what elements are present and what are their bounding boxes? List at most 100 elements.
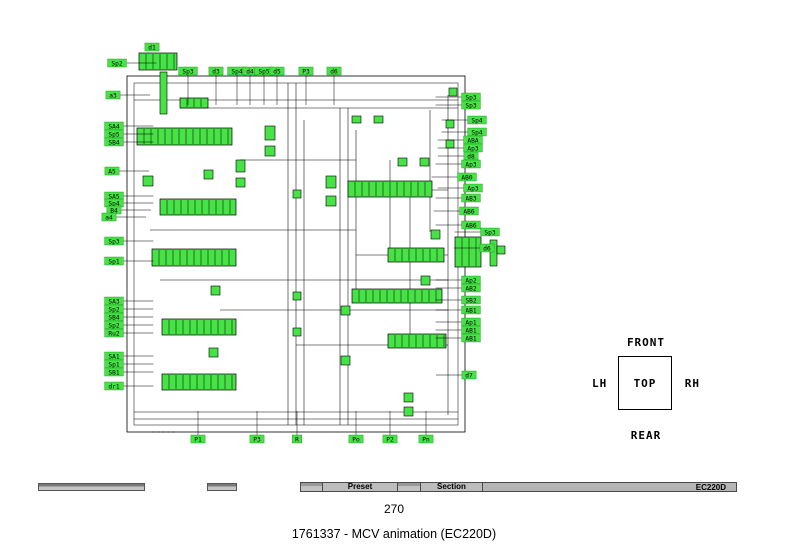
preset-button[interactable]: Preset (323, 483, 398, 491)
port-label: AB3 (435, 193, 481, 202)
svg-text:Sp3: Sp3 (465, 102, 476, 109)
svg-text:Sp3: Sp3 (465, 94, 476, 101)
port-label: a3 (105, 90, 151, 99)
orientation-top-box: TOP (618, 356, 672, 410)
port-label: AB0 (431, 172, 477, 181)
valve-block[interactable] (138, 52, 178, 71)
svg-text:Sp3: Sp3 (182, 68, 193, 75)
svg-text:A5: A5 (108, 168, 116, 175)
svg-text:B4: B4 (110, 207, 118, 214)
svg-text:P2: P2 (386, 436, 394, 443)
svg-text:ABA: ABA (467, 137, 478, 144)
svg-text:AB1: AB1 (465, 327, 476, 334)
svg-text:Ap1: Ap1 (465, 319, 476, 326)
svg-text:Ap3: Ap3 (467, 185, 478, 192)
port-label: AB6 (435, 220, 481, 229)
component-node (292, 291, 302, 301)
component-node (445, 119, 455, 129)
figure-caption: 1761337 - MCV animation (EC220D) (291, 527, 497, 541)
orientation-top-label: TOP (633, 376, 657, 390)
component-node (397, 157, 408, 167)
component-node (292, 189, 302, 199)
svg-text:d7: d7 (465, 372, 473, 379)
valve-block[interactable] (151, 248, 237, 267)
section-button[interactable]: Section (421, 483, 483, 491)
svg-text:d1: d1 (148, 44, 156, 51)
mcv-schematic: Sp2a3SA4Sp5SB4A5SA5Sp4B4a4Sp3Sp1SA3Sp2SB… (101, 42, 506, 443)
toolbar-fill: EC220D (483, 483, 736, 492)
svg-text:Sp4: Sp4 (471, 129, 482, 136)
component-node (325, 195, 337, 207)
component-node (142, 175, 154, 187)
valve-block[interactable] (161, 373, 237, 391)
valve-block[interactable] (179, 97, 209, 109)
toolbar-spacer (301, 483, 323, 491)
svg-text:P1: P1 (194, 436, 202, 443)
port-label: d6 (326, 66, 342, 105)
svg-text:AB0: AB0 (461, 174, 472, 181)
svg-text:AB2: AB2 (465, 285, 476, 292)
port-label: a4 (101, 212, 147, 221)
port-label: Sp3 (104, 236, 154, 245)
port-label: Sp2 (104, 320, 154, 329)
valve-block[interactable] (454, 236, 482, 268)
port-label: R (292, 411, 303, 443)
port-label: d7 (435, 370, 477, 379)
toolbar-bar-left (38, 483, 145, 491)
svg-text:SA1: SA1 (108, 353, 119, 360)
valve-block[interactable] (136, 127, 233, 146)
port-label: SA1 (104, 351, 154, 360)
svg-text:R: R (295, 436, 299, 443)
port-label: d3 (208, 66, 224, 105)
port-label: Ap3 (437, 143, 483, 152)
port-label: Po (348, 411, 364, 443)
port-label: P2 (382, 411, 398, 443)
valve-block[interactable] (387, 333, 447, 349)
component-node (235, 159, 246, 173)
toolbar-bar-small (207, 483, 237, 491)
port-label: Sp3 (454, 227, 500, 236)
component-node (292, 327, 302, 337)
port-label: Ru2 (104, 328, 154, 337)
svg-text:Sp1: Sp1 (108, 258, 119, 265)
valve-block[interactable] (387, 247, 445, 263)
port-label: ABA (437, 135, 483, 144)
svg-text:dr1: dr1 (108, 383, 119, 390)
svg-text:Sp5: Sp5 (258, 68, 269, 75)
port-label: A5 (104, 166, 150, 175)
component-node (419, 157, 430, 167)
svg-text:d6: d6 (330, 68, 338, 75)
orientation-rh-label: RH (684, 377, 700, 390)
valve-block[interactable] (347, 180, 433, 198)
component-node (420, 275, 431, 286)
svg-text:AB6: AB6 (463, 208, 474, 215)
orientation-lh-label: LH (592, 377, 608, 390)
port-label: Sp1 (104, 256, 154, 265)
page-number: 270 (383, 502, 405, 516)
port-label: SB4 (104, 312, 154, 321)
port-label: Sp4 (441, 115, 487, 124)
orientation-front-label: FRONT (626, 336, 666, 349)
svg-text:SB4: SB4 (108, 314, 119, 321)
component-node (351, 115, 362, 124)
port-label: d1 (144, 42, 160, 51)
svg-text:Ap2: Ap2 (465, 277, 476, 284)
port-label: SB2 (435, 295, 481, 304)
valve-block[interactable] (351, 288, 443, 304)
svg-text:SA4: SA4 (108, 123, 119, 130)
port-label: AB6 (433, 206, 479, 215)
svg-text:d5: d5 (273, 68, 281, 75)
valve-block[interactable] (161, 318, 237, 336)
component-node (235, 177, 246, 188)
svg-text:Ap3: Ap3 (465, 161, 476, 168)
svg-text:Po: Po (352, 436, 360, 443)
port-label: d6 (453, 243, 495, 252)
svg-text:Sp3: Sp3 (108, 238, 119, 245)
port-label: AB1 (435, 333, 481, 342)
valve-block[interactable] (159, 198, 237, 216)
svg-text:Sp3: Sp3 (484, 229, 495, 236)
svg-text:SB1: SB1 (108, 369, 119, 376)
component-node (403, 406, 414, 417)
component-node (208, 347, 219, 358)
svg-text:P3: P3 (253, 436, 261, 443)
